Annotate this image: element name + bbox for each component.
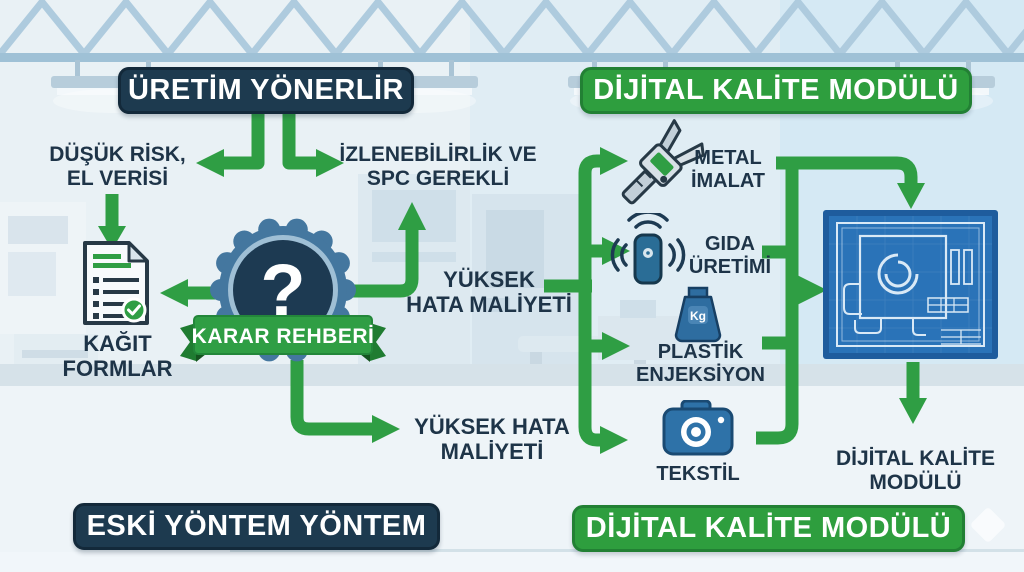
camera-icon [662,400,734,456]
decision-ribbon: KARAR REHBERİ [180,315,386,362]
sensor-icon [610,213,686,285]
label-yuksek-hata-center: YÜKSEK HATA MALİYETİ [406,267,572,318]
badge-dijital-kalite-bottom: DİJİTAL KALİTE MODÜLÜ [572,505,965,552]
badge-dijital-kalite-top: DİJİTAL KALİTE MODÜLÜ [580,67,972,114]
label-dijital-kalite-caption: DİJİTAL KALİTE MODÜLÜ [835,447,996,495]
check-icon [121,297,147,323]
label-kagit-formlar: KAĞIT FORMLAR [62,331,173,382]
badge-uretim-yonerlir: ÜRETİM YÖNERLİR [118,67,414,114]
arrow-seal-down [290,360,372,436]
right-spine [756,163,799,445]
blueprint-icon [823,210,998,359]
left-spine [578,154,604,447]
label-izlenebilirlik-spc: İZLENEBİLİRLİK VE SPC GEREKLİ [339,143,537,191]
top-line-to-blueprint [776,156,918,184]
label-gida-uretimi: GIDA ÜRETİMİ [688,233,772,278]
floor-band [0,364,1024,386]
arrow-seal-up [340,230,419,298]
arrowheads [98,147,927,454]
label-yuksek-hata-bottom: YÜKSEK HATA MALİYETİ [414,414,570,465]
badge-eski-yontem: ESKİ YÖNTEM YÖNTEM [73,503,440,550]
label-karar-rehberi: KARAR REHBERİ [192,325,375,348]
label-plastik-enjeksiyon: PLASTİK ENJEKSİYON [636,341,765,386]
weight-unit-label: Kg [690,309,706,323]
arrow-badge-to-spc [282,113,316,170]
label-metal-imalat: METAL İMALAT [690,147,766,192]
roof-truss [0,0,1024,60]
label-tekstil: TEKSTİL [656,463,740,485]
label-dusuk-risk: DÜŞÜK RİSK, EL VERİSİ [49,143,186,191]
weight-icon: Kg [674,286,722,343]
paper-form-icon [83,241,149,325]
arrow-badge-to-low-risk [224,113,265,170]
caliper-icon [621,119,705,205]
